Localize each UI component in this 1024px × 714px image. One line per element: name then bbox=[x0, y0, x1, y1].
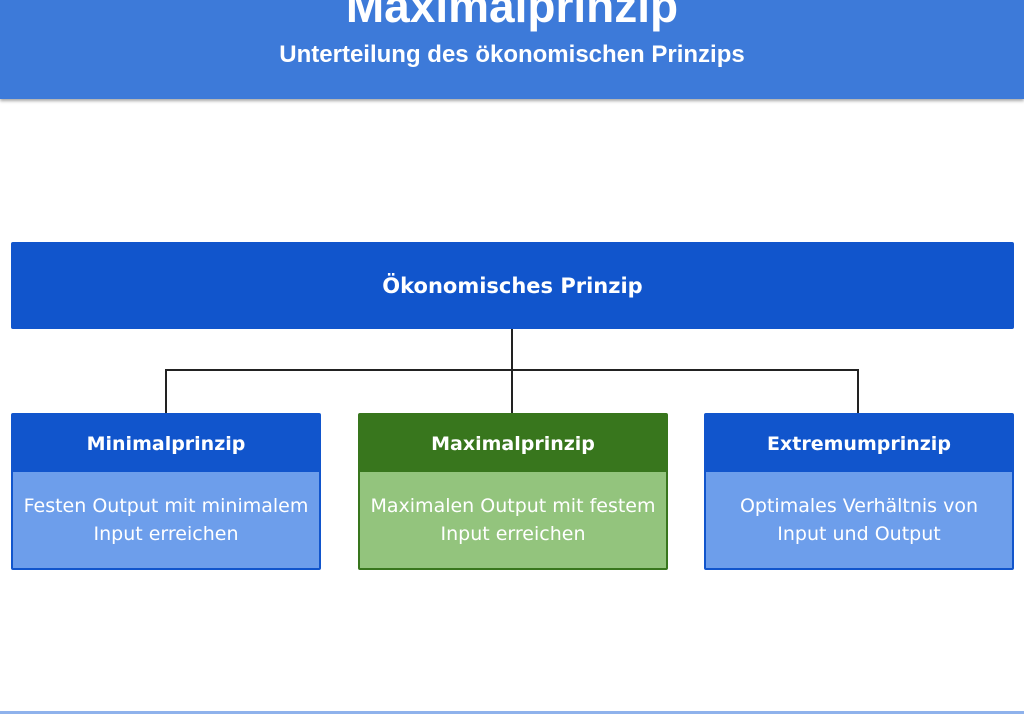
node-minimalprinzip: Minimalprinzip Festen Output mit minimal… bbox=[11, 413, 321, 570]
header-banner: Maximalprinzip Unterteilung des ökonomis… bbox=[0, 0, 1024, 99]
page-subtitle: Unterteilung des ökonomischen Prinzips bbox=[279, 41, 745, 68]
root-node: Ökonomisches Prinzip bbox=[11, 242, 1014, 329]
connector-right bbox=[857, 369, 859, 413]
bottom-divider bbox=[0, 711, 1024, 714]
node-extremumprinzip: Extremumprinzip Optimales Verhältnis von… bbox=[704, 413, 1014, 570]
node-maximalprinzip: Maximalprinzip Maximalen Output mit fest… bbox=[358, 413, 668, 570]
connector-middle bbox=[511, 369, 513, 413]
node-description: Maximalen Output mit festem Input erreic… bbox=[360, 472, 666, 568]
node-title: Minimalprinzip bbox=[13, 415, 319, 472]
connector-left bbox=[165, 369, 167, 413]
connector-root bbox=[511, 329, 513, 371]
page-title: Maximalprinzip bbox=[345, 0, 679, 32]
node-title: Extremumprinzip bbox=[706, 415, 1012, 472]
node-title: Maximalprinzip bbox=[360, 415, 666, 472]
node-description: Optimales Verhältnis von Input und Outpu… bbox=[706, 472, 1012, 568]
node-description: Festen Output mit minimalem Input erreic… bbox=[13, 472, 319, 568]
